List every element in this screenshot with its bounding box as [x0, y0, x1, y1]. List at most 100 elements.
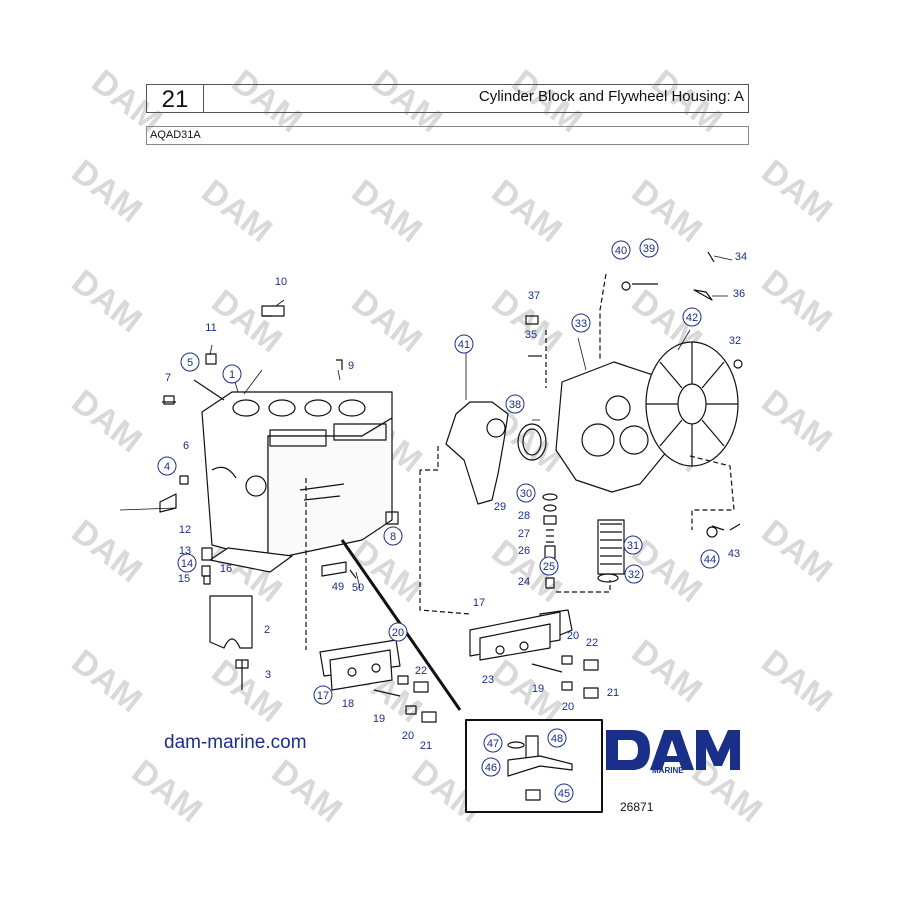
callout-16: 16	[220, 563, 232, 575]
callout-4: 4	[157, 456, 177, 476]
callout-label: 45	[558, 788, 570, 800]
callout-label: 47	[487, 738, 499, 750]
callout-label: 3	[265, 669, 271, 681]
callout-circle	[505, 394, 525, 414]
callout-label: 38	[509, 399, 521, 411]
callout-label: 31	[627, 540, 639, 552]
callout-label: 18	[342, 698, 354, 710]
callout-20: 20	[388, 622, 408, 642]
callout-label: 11	[205, 322, 216, 334]
callout-30: 30	[516, 483, 536, 503]
callout-19: 19	[373, 713, 385, 725]
dam-marine-logo	[606, 730, 740, 770]
callout-circle	[700, 549, 720, 569]
callout-20: 20	[567, 630, 579, 642]
callout-label: 20	[567, 630, 579, 642]
callout-circle	[454, 334, 474, 354]
callout-circle	[623, 535, 643, 555]
callout-layer: 1234567891011121314151617171819192020202…	[157, 238, 747, 803]
callout-50: 50	[352, 582, 364, 594]
callout-38: 38	[505, 394, 525, 414]
callout-32: 32	[624, 564, 644, 584]
callout-label: 49	[332, 581, 344, 593]
callout-circle	[554, 783, 574, 803]
callout-label: 42	[686, 312, 698, 324]
page-header: 21 Cylinder Block and Flywheel Housing: …	[146, 84, 749, 113]
callout-42: 42	[682, 307, 702, 327]
callout-18: 18	[342, 698, 354, 710]
callout-6: 6	[183, 440, 189, 452]
callout-1: 1	[222, 364, 242, 384]
callout-36: 36	[733, 288, 745, 300]
logo-subtext: MARINE	[652, 766, 684, 775]
callout-circle	[547, 728, 567, 748]
callout-28: 28	[518, 510, 530, 522]
callout-label: 25	[543, 561, 555, 573]
timing-cover-plate-drawing	[445, 401, 547, 505]
callout-35: 35	[525, 329, 537, 341]
callout-40: 40	[611, 240, 631, 260]
callout-41: 41	[454, 334, 474, 354]
callout-44: 44	[700, 549, 720, 569]
callout-circle	[177, 553, 197, 573]
flywheel-housing-drawing	[525, 251, 715, 493]
callout-46: 46	[481, 757, 501, 777]
callout-circle	[639, 238, 659, 258]
callout-label: 17	[317, 690, 329, 702]
callout-label: 20	[392, 627, 404, 639]
callout-47: 47	[483, 733, 503, 753]
callout-2: 2	[264, 624, 270, 636]
callout-label: 50	[352, 582, 364, 594]
callout-17: 17	[473, 597, 485, 609]
callout-15: 15	[178, 573, 190, 585]
callout-circle	[313, 685, 333, 705]
alignment-lines	[305, 273, 735, 650]
callout-label: 2	[264, 624, 270, 636]
callout-circle	[481, 757, 501, 777]
callout-label: 10	[275, 276, 287, 288]
callout-circle	[624, 564, 644, 584]
callout-label: 21	[607, 687, 619, 699]
callout-label: 36	[733, 288, 745, 300]
callout-label: 37	[528, 290, 540, 302]
callout-29: 29	[494, 501, 506, 513]
callout-22: 22	[586, 637, 598, 649]
callout-20: 20	[562, 701, 574, 713]
callout-label: 8	[390, 531, 396, 543]
callout-label: 28	[518, 510, 530, 522]
callout-circle	[383, 526, 403, 546]
callout-label: 17	[473, 597, 485, 609]
callout-21: 21	[607, 687, 619, 699]
callout-31: 31	[623, 535, 643, 555]
callout-17: 17	[313, 685, 333, 705]
callout-8: 8	[383, 526, 403, 546]
callout-3: 3	[265, 669, 271, 681]
callout-25: 25	[539, 556, 559, 576]
cylinder-block-drawing	[159, 305, 399, 690]
callout-label: 40	[615, 245, 627, 257]
callout-21: 21	[420, 740, 432, 752]
page-title: Cylinder Block and Flywheel Housing: A	[478, 88, 744, 105]
callout-circle	[180, 352, 200, 372]
callout-label: 26	[518, 545, 530, 557]
callout-45: 45	[554, 783, 574, 803]
model-designation: AQAD31A	[146, 126, 749, 145]
callout-label: 5	[187, 357, 193, 369]
callout-label: 46	[485, 762, 497, 774]
callout-32: 32	[729, 335, 741, 347]
callout-43: 43	[728, 548, 740, 560]
callout-circle	[388, 622, 408, 642]
callout-label: 22	[586, 637, 598, 649]
callout-label: 6	[183, 440, 189, 452]
callout-label: 48	[551, 733, 563, 745]
callout-26: 26	[518, 545, 530, 557]
callout-label: 44	[704, 554, 716, 566]
callout-20: 20	[402, 730, 414, 742]
callout-circle	[611, 240, 631, 260]
callout-33: 33	[571, 313, 591, 333]
website-url[interactable]: dam-marine.com	[164, 732, 307, 753]
callout-23: 23	[482, 674, 494, 686]
callout-circle	[516, 483, 536, 503]
callout-34: 34	[735, 251, 747, 263]
